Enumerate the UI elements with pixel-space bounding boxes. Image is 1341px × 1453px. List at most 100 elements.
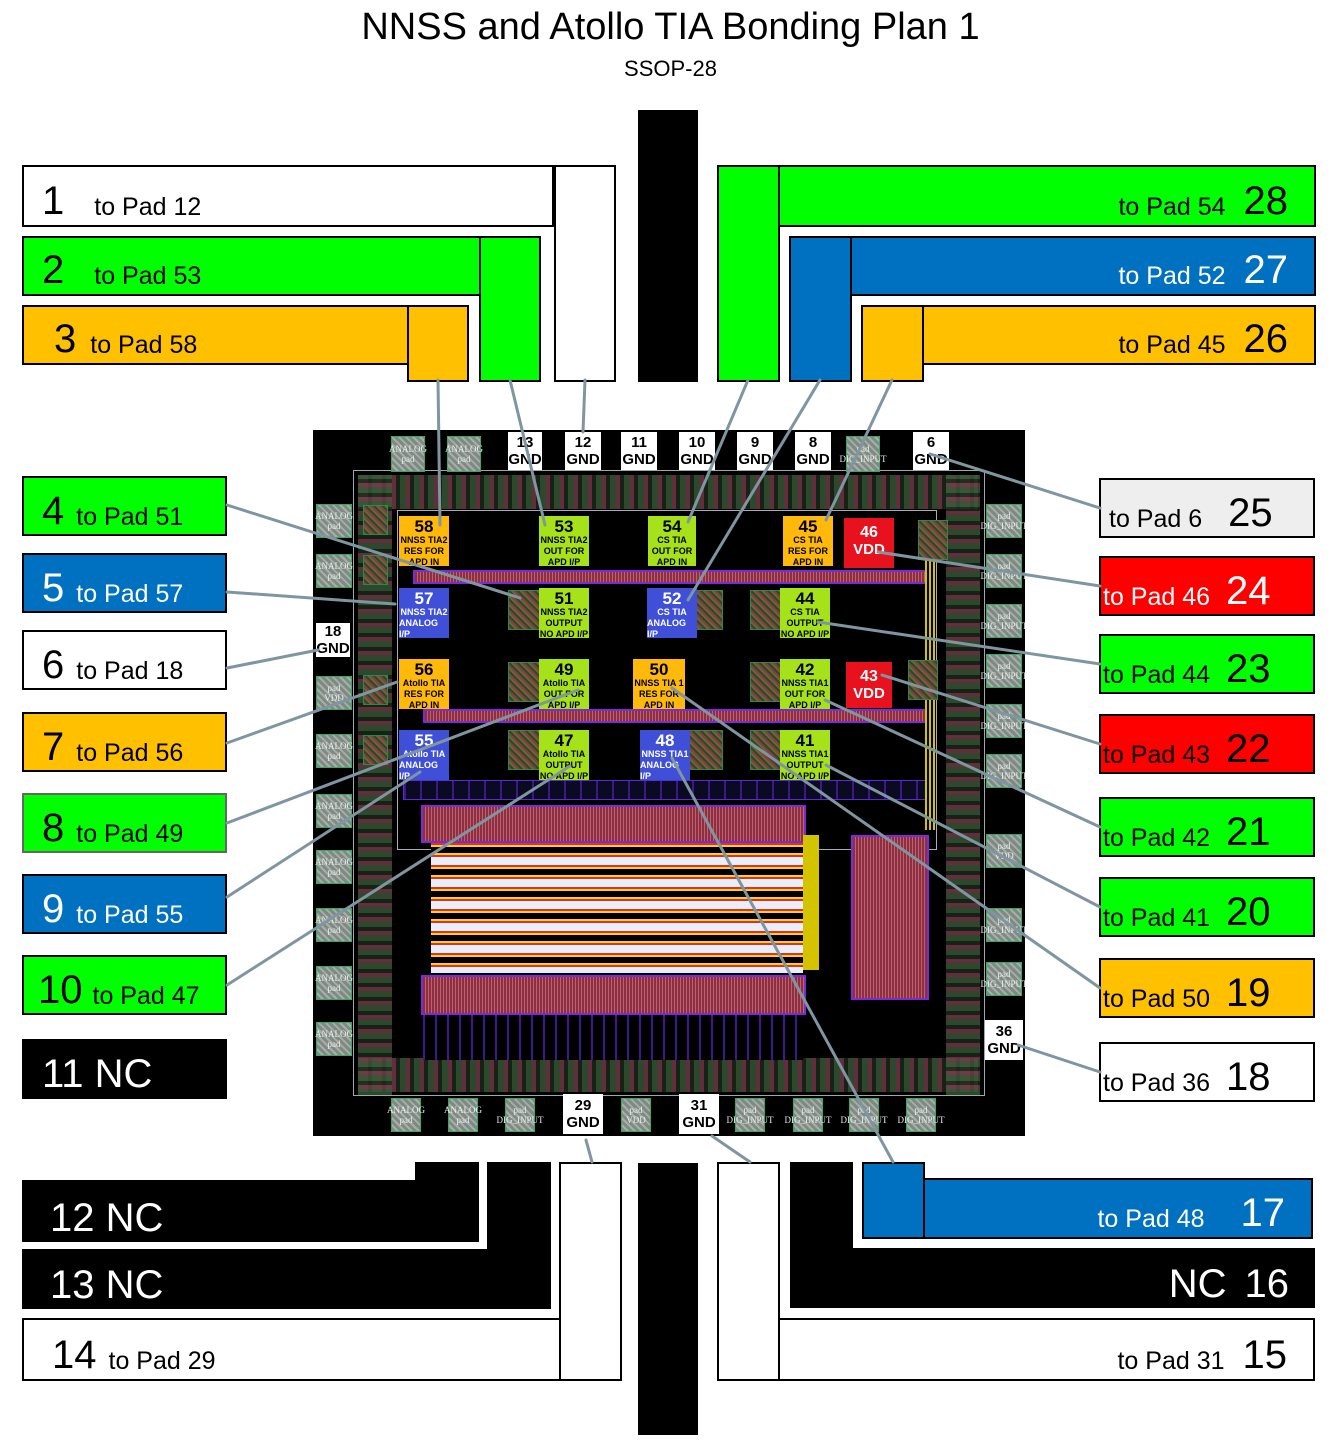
pin-9[interactable]: 9 to Pad 55 (22, 874, 227, 934)
pad-line-1: Atollo TIA (542, 678, 586, 688)
pin-connection: to Pad 51 (76, 503, 184, 531)
bond-wire-pin3 (436, 378, 442, 527)
pin-number: 20 (1226, 890, 1271, 934)
pin-28-lead (717, 165, 780, 382)
pin-number: 24 (1226, 569, 1271, 613)
pin-18[interactable]: to Pad 36 18 (1099, 1042, 1315, 1102)
pin-2[interactable]: 2 to Pad 53 (22, 236, 481, 296)
pin-8[interactable]: 8 to Pad 49 (22, 793, 227, 853)
pin-27[interactable]: to Pad 52 27 (850, 236, 1316, 296)
pin-22[interactable]: to Pad 43 22 (1099, 714, 1315, 774)
pin-number: 10 (38, 968, 83, 1012)
pin-28[interactable]: to Pad 54 28 (778, 165, 1316, 227)
pad-line-1: NNSS TIA2 (400, 607, 448, 617)
pin-1[interactable]: 1 to Pad 12 (22, 165, 554, 227)
pad-number: 9 (750, 434, 760, 451)
pin-15[interactable]: to Pad 31 15 (778, 1318, 1315, 1381)
pin-13[interactable]: 13 NC (22, 1249, 551, 1309)
capacitor-block (851, 835, 929, 1000)
pad-line-3: NO APD I/P (539, 771, 589, 781)
pin-connection: to Pad 47 (92, 982, 200, 1010)
pin-4[interactable]: 4 to Pad 51 (22, 476, 227, 536)
pad-line-1: Atollo TIA (402, 749, 446, 759)
pin-number: 15 (1242, 1333, 1288, 1377)
pin-3[interactable]: 3 to Pad 58 (22, 305, 409, 365)
pad-number: 43 (860, 668, 878, 685)
pin-10[interactable]: 10 to Pad 47 (22, 955, 227, 1015)
pin-11[interactable]: 11 NC (22, 1039, 227, 1099)
pin-connection: to Pad 54 (1118, 193, 1226, 221)
pin-16[interactable]: NC 16 (852, 1248, 1315, 1308)
pin-6[interactable]: 6 to Pad 18 (22, 630, 227, 690)
pad-line-3: APD IN (408, 700, 440, 710)
bond-wire-pin2 (508, 378, 547, 527)
pin-17[interactable]: to Pad 48 17 (923, 1178, 1313, 1239)
analog-io-pad: ANALOG pad (387, 1098, 425, 1132)
pad-label: GND (682, 1114, 716, 1131)
pad-number: 50 (649, 660, 669, 679)
pin-20[interactable]: to Pad 41 20 (1099, 877, 1315, 937)
pad-line-1: Atollo TIA (402, 678, 446, 688)
pad-line-2: RES FOR (403, 546, 444, 556)
bond-wire-pin10 (225, 764, 572, 987)
bond-wire-pin18 (1016, 1043, 1102, 1074)
input-io-pad: pad DIG_INPUT (981, 962, 1025, 996)
pin-5[interactable]: 5 to Pad 57 (22, 553, 227, 613)
pin-number: 7 (42, 725, 65, 769)
pin-12[interactable]: 12 NC (22, 1180, 479, 1242)
pin-19[interactable]: to Pad 50 19 (1099, 958, 1315, 1018)
bottom-center-lead (638, 1163, 698, 1435)
pin-25[interactable]: to Pad 6 25 (1099, 478, 1315, 538)
pin-7[interactable]: 7 to Pad 56 (22, 712, 227, 772)
pin-connection: to Pad 57 (76, 580, 184, 608)
pad-line-3: APD I/P (547, 700, 581, 710)
device-cell (363, 735, 388, 765)
pad-line-3: APD IN (643, 700, 675, 710)
pin-connection: to Pad 31 (1117, 1347, 1225, 1375)
bond-wire-pin1 (581, 378, 587, 434)
pad-line-2: RES FOR (403, 689, 444, 699)
resistor-array (421, 975, 806, 1015)
pin-connection: to Pad 48 (1097, 1205, 1205, 1233)
resistor-array (421, 805, 806, 843)
pad-line-1: NNSS TIA 1 (634, 678, 684, 688)
pad-line-1: NNSS TIA2 (400, 535, 448, 545)
pad-number: 42 (795, 660, 815, 679)
pad-label: GND (566, 451, 600, 468)
pad-line-2: OUT FOR (784, 689, 826, 699)
input-io-pad: pad DIG_INPUT (898, 1098, 945, 1132)
pin-14[interactable]: 14 to Pad 29 (22, 1318, 561, 1381)
pad-label: GND (738, 451, 772, 468)
pin-connection: to Pad 53 (94, 262, 202, 290)
pin-23[interactable]: to Pad 44 23 (1099, 634, 1315, 694)
pad-number: 31 (690, 1097, 708, 1114)
pin-26[interactable]: to Pad 45 26 (922, 305, 1316, 365)
pin-number: 6 (42, 643, 65, 687)
